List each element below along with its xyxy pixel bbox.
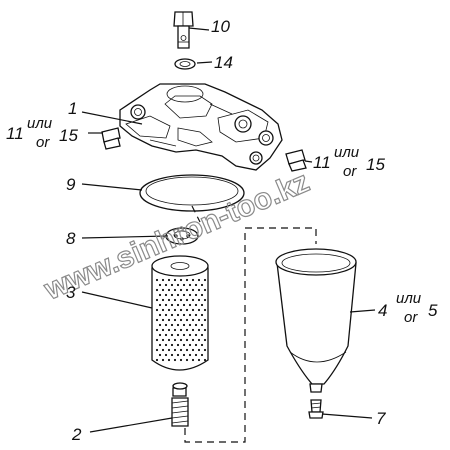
callout-number: 11 xyxy=(313,153,331,172)
callout-or-word: or xyxy=(36,134,50,151)
callout-10: 10 xyxy=(211,17,230,36)
callout-9: 9 xyxy=(66,175,76,194)
callout-2: 2 xyxy=(71,425,82,444)
callout-number: 1 xyxy=(68,99,77,118)
callout-8: 8 xyxy=(66,229,76,248)
callout-number: 11 xyxy=(6,124,24,143)
bowl-part xyxy=(275,248,357,393)
callout-1: 1 xyxy=(68,99,77,118)
callout-number: 10 xyxy=(211,17,230,36)
plug-left-part xyxy=(101,127,121,150)
washer-part xyxy=(174,58,196,70)
callout-number: 8 xyxy=(66,229,76,248)
filter-element-part xyxy=(151,255,209,371)
filter-head-part xyxy=(119,83,283,171)
callout-4-or-5: 4 или or 5 xyxy=(378,290,438,326)
callout-number: 3 xyxy=(66,283,76,302)
callout-or-word: or xyxy=(404,309,418,326)
callout-alt-number: 5 xyxy=(428,301,438,320)
callout-alt-word: или xyxy=(396,290,422,307)
bolt-part xyxy=(173,11,194,49)
callout-or-word: or xyxy=(343,163,357,180)
callout-11-or-15-right: 11 или or 15 xyxy=(313,144,385,180)
leader-lines xyxy=(81,27,376,433)
sealing-ring-part xyxy=(139,174,245,212)
perforation-dots xyxy=(155,278,207,362)
callout-alt-number: 15 xyxy=(59,126,78,145)
callout-14: 14 xyxy=(214,53,233,72)
spring-part xyxy=(171,382,189,427)
callout-number: 7 xyxy=(376,409,386,428)
plug-right-part xyxy=(285,149,307,172)
callout-alt-word: или xyxy=(334,144,360,161)
callout-number: 4 xyxy=(378,301,387,320)
callout-3: 3 xyxy=(66,283,76,302)
callout-7: 7 xyxy=(376,409,386,428)
drain-plug-part xyxy=(308,399,324,419)
callout-11-or-15-left: 11 или or 15 xyxy=(6,115,78,151)
callout-number: 2 xyxy=(71,425,82,444)
callout-alt-word: или xyxy=(27,115,53,132)
callout-alt-number: 15 xyxy=(366,155,385,174)
callout-number: 9 xyxy=(66,175,76,194)
callout-number: 14 xyxy=(214,53,233,72)
